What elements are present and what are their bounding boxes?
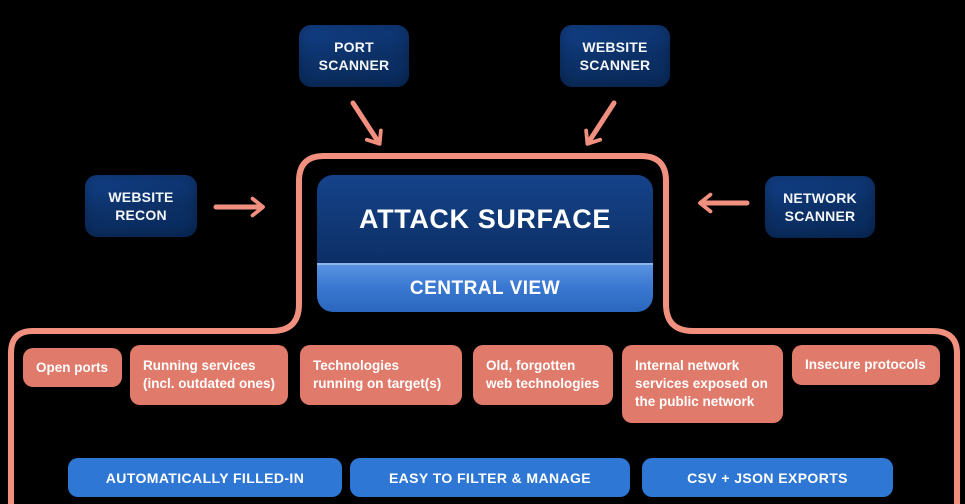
central-panel: ATTACK SURFACE CENTRAL VIEW [317, 175, 653, 312]
arrow-port-scanner [350, 100, 383, 146]
finding-old-web-technologies: Old, forgotten web technologies [473, 345, 613, 405]
finding-internal-network-services: Internal network services exposed on the… [622, 345, 783, 423]
arrow-website-scanner [584, 100, 617, 146]
finding-label: Technologies running on target(s) [313, 358, 442, 391]
feature-easy-to-filter: EASY TO FILTER & MANAGE [350, 458, 630, 497]
website-recon-label: WEBSITE RECON [108, 188, 174, 223]
website-scanner-label: WEBSITE SCANNER [579, 38, 651, 73]
finding-label: Running services (incl. outdated ones) [143, 358, 276, 391]
website-scanner-box: WEBSITE SCANNER [560, 25, 670, 87]
feature-csv-json-exports: CSV + JSON EXPORTS [642, 458, 893, 497]
port-scanner-box: PORT SCANNER [299, 25, 409, 87]
network-scanner-box: NETWORK SCANNER [765, 176, 875, 238]
finding-running-services: Running services (incl. outdated ones) [130, 345, 288, 405]
attack-surface-header: ATTACK SURFACE [317, 175, 653, 263]
port-scanner-label: PORT SCANNER [318, 38, 390, 73]
finding-insecure-protocols: Insecure protocols [792, 345, 940, 385]
finding-label: Open ports [36, 359, 109, 375]
central-view-label: CENTRAL VIEW [409, 277, 561, 299]
website-recon-box: WEBSITE RECON [85, 175, 197, 237]
feature-label: AUTOMATICALLY FILLED-IN [105, 469, 305, 486]
network-scanner-label: NETWORK SCANNER [783, 189, 857, 224]
feature-automatically-filled-in: AUTOMATICALLY FILLED-IN [68, 458, 342, 497]
central-view-bar: CENTRAL VIEW [317, 263, 653, 312]
finding-label: Insecure protocols [805, 357, 926, 373]
finding-label: Old, forgotten web technologies [486, 358, 600, 391]
finding-technologies: Technologies running on target(s) [300, 345, 462, 405]
feature-label: EASY TO FILTER & MANAGE [388, 469, 592, 486]
finding-open-ports: Open ports [23, 348, 122, 387]
attack-surface-title: ATTACK SURFACE [359, 203, 611, 234]
finding-label: Internal network services exposed on the… [635, 358, 768, 409]
feature-label: CSV + JSON EXPORTS [687, 469, 848, 486]
